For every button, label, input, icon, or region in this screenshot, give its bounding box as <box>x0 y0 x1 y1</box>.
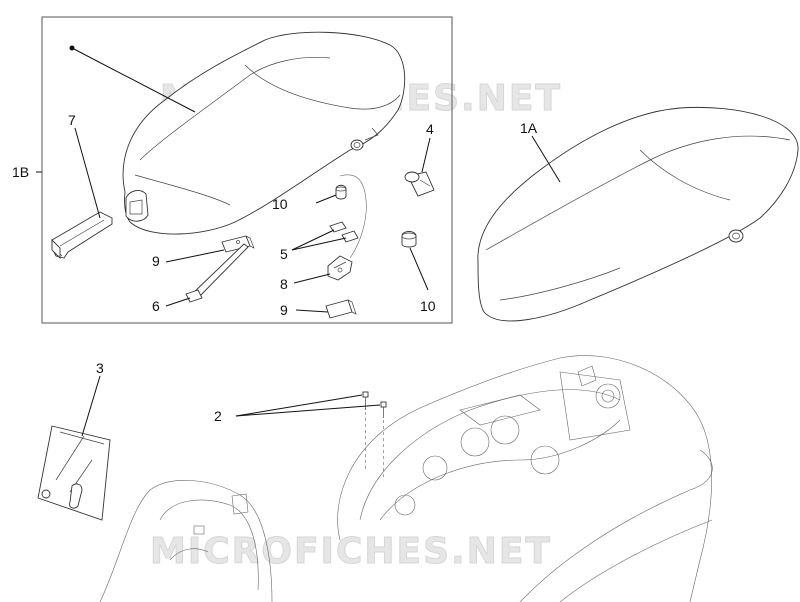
part-8-latch <box>327 255 353 281</box>
callout-7: 7 <box>68 112 76 128</box>
part-5-clips <box>329 221 359 243</box>
callout-5: 5 <box>280 246 288 262</box>
part-7-bracket <box>51 211 113 260</box>
callout-4: 4 <box>426 121 434 137</box>
callout-8: 8 <box>280 276 288 292</box>
part-10a-bumper <box>335 184 347 200</box>
part-5-leader-a <box>291 229 335 251</box>
part-2-leader-a <box>235 394 363 417</box>
part-3-toolkit <box>37 425 111 521</box>
part-8-leader <box>293 273 331 284</box>
watermark-bottom: MICROFICHES.NET <box>150 531 552 572</box>
part-6-cable-tie <box>185 243 249 303</box>
part-5-leader-b <box>291 237 347 251</box>
part-2-screws <box>362 391 387 478</box>
part-6-leader <box>165 297 191 307</box>
part-9a-leader <box>165 249 225 263</box>
callout-10-lower: 10 <box>420 298 436 314</box>
under-seat-compartment <box>337 355 713 602</box>
lower-body-panel <box>99 480 273 602</box>
part-2-leader-b <box>235 404 381 417</box>
part-7-leader <box>74 127 101 219</box>
part-9b-leader <box>295 309 329 313</box>
part-10a-leader <box>315 194 337 204</box>
part-4-leader <box>421 137 431 173</box>
part-4-lock <box>404 171 435 197</box>
kit-1b-frame <box>41 16 453 324</box>
latch-cable <box>339 174 367 259</box>
callout-6: 6 <box>152 298 160 314</box>
part-10b-leader <box>409 247 429 291</box>
part-3-leader <box>81 375 101 437</box>
callout-9-upper: 9 <box>152 253 160 269</box>
callout-1b: 1B <box>12 164 29 180</box>
seat-1a-leader <box>531 135 561 183</box>
callout-10-upper: 10 <box>272 196 288 212</box>
callout-2: 2 <box>214 408 222 424</box>
part-9a-pad <box>221 235 255 253</box>
callout-9-lower: 9 <box>280 302 288 318</box>
seat-assembly-1b <box>122 31 406 235</box>
callout-3: 3 <box>96 360 104 376</box>
seat-1a <box>477 106 799 322</box>
callout-1a: 1A <box>520 120 538 136</box>
part-10b-bumper <box>401 231 417 248</box>
seat-dot-leader <box>71 47 196 113</box>
part-9b-pad <box>325 299 357 319</box>
